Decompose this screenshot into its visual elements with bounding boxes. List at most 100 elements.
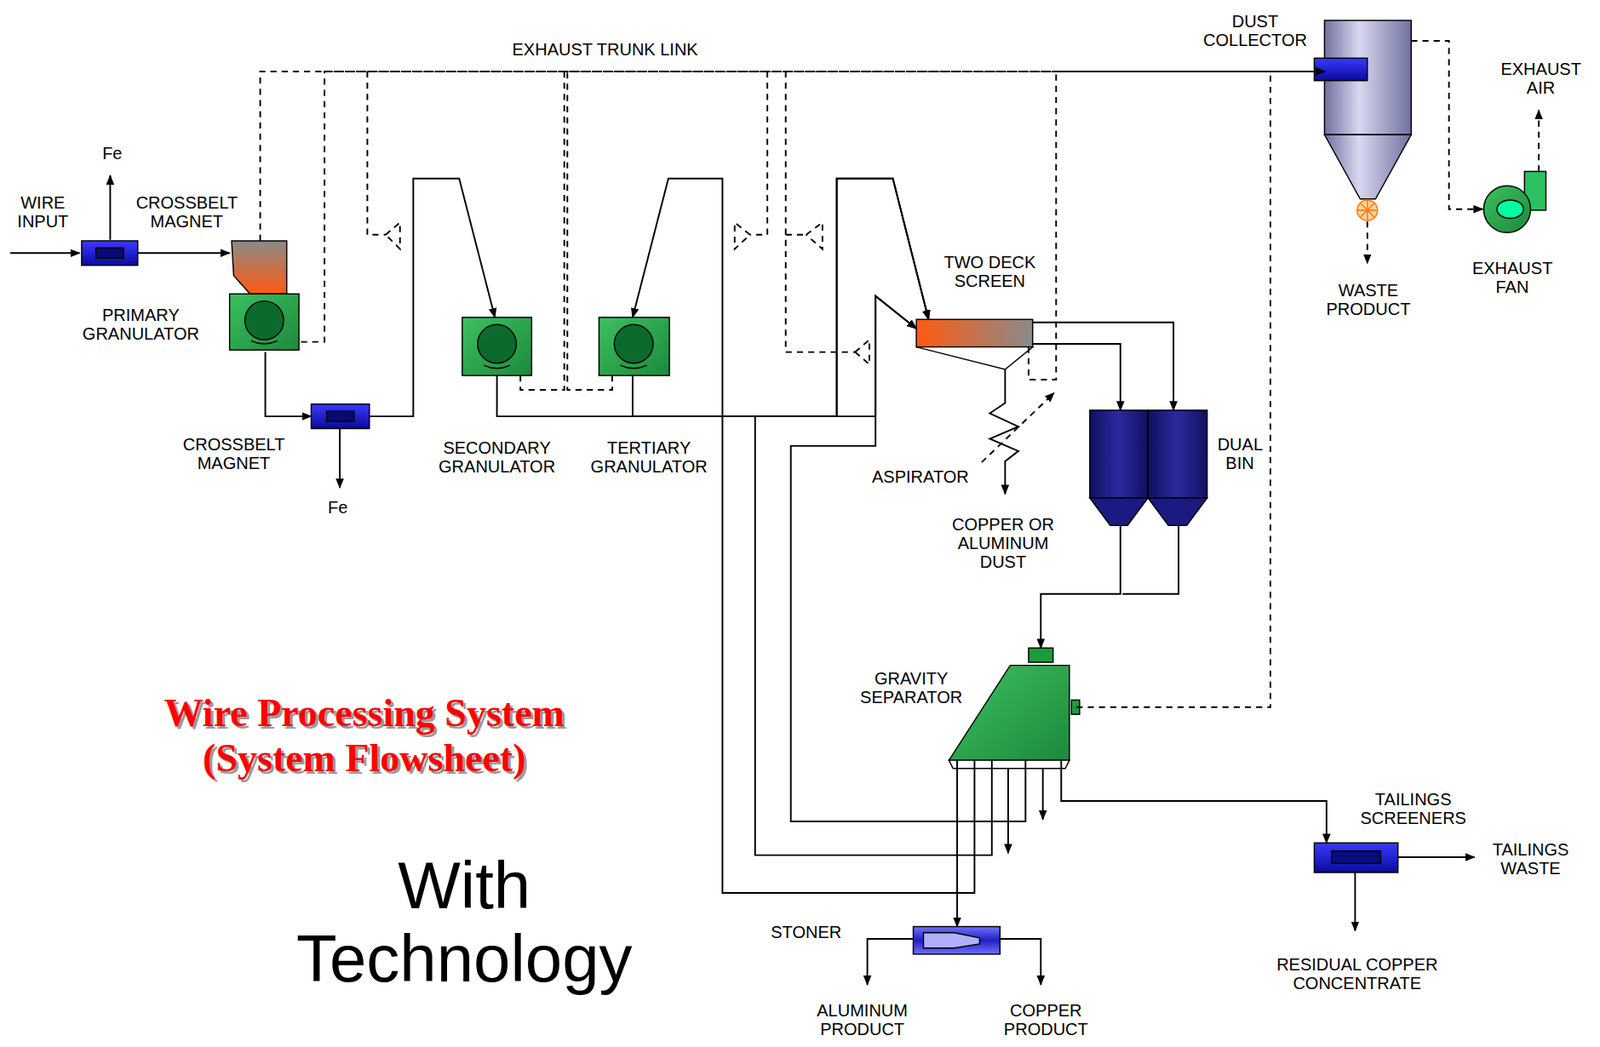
- material-flow: [956, 760, 958, 927]
- equipment-node: DUAL BIN: [1089, 410, 1208, 526]
- screen-icon: [916, 319, 1033, 370]
- crossbelt-magnet-icons-part: [81, 240, 138, 266]
- equipment-node: TERTIARY GRANULATOR: [598, 317, 670, 376]
- granulator-icons: [229, 240, 670, 376]
- gravity-separator-icon-part: [948, 665, 1069, 761]
- dust-duct: [1410, 40, 1483, 210]
- exhaust-fan-icon-part: [1483, 185, 1531, 233]
- granulator-icons-part: [483, 365, 511, 369]
- granulator-icons-part: [251, 340, 278, 345]
- dust-ducts-part: [806, 222, 823, 249]
- equipment-node: SECONDARY GRANULATOR: [462, 317, 532, 376]
- stream-label: ALUMINUM PRODUCT: [816, 1001, 908, 1039]
- dual-bin-icon: [1089, 410, 1208, 526]
- stream-label: Fe: [327, 498, 348, 517]
- dust-ducts-part: [785, 71, 855, 353]
- material-flow: [497, 178, 930, 417]
- equipment-label: DUAL BIN: [1217, 435, 1263, 473]
- flow-lines: [10, 175, 1475, 986]
- tailings-screener-icon-part: [1331, 851, 1382, 864]
- stream-label: RESIDUAL COPPER CONCENTRATE: [1272, 955, 1443, 993]
- dual-bin-icon-part: [1147, 498, 1208, 526]
- material-flow: [1032, 344, 1121, 411]
- exhaust-fan-icon-part: [1496, 200, 1524, 219]
- stream-label: WASTE PRODUCT: [1326, 281, 1411, 319]
- gravity-separator-icon-part: [1028, 648, 1054, 663]
- granulator-icons-part: [613, 324, 654, 364]
- flow-lines-part: [10, 252, 80, 254]
- equipment-label: CROSSBELT MAGNET: [136, 193, 238, 231]
- material-flow: [1060, 760, 1327, 844]
- stream-label: COPPER PRODUCT: [1003, 1001, 1089, 1039]
- material-flow: [632, 178, 930, 417]
- equipment-label: PRIMARY GRANULATOR: [82, 305, 200, 344]
- stream-label: EXHAUST TRUNK LINK: [512, 40, 699, 59]
- equipment-node: DUST COLLECTOR: [1324, 20, 1411, 200]
- equipment-label: DUST COLLECTOR: [1203, 11, 1308, 50]
- dual-bin-icon-part: [1089, 498, 1148, 526]
- dust-ducts-part: [734, 222, 751, 249]
- flow-lines-part: [1353, 872, 1356, 931]
- material-flow: [1040, 525, 1120, 649]
- dual-bin-icon-part: [1089, 410, 1148, 499]
- dust-ducts-part: [785, 234, 807, 236]
- flow-lines-part: [1007, 760, 1010, 854]
- granulator-icons-part: [245, 301, 285, 341]
- equipment-node: PRIMARY GRANULATOR: [229, 240, 302, 353]
- equipment-node: CROSSBELT MAGNET: [310, 404, 369, 430]
- granulator-icons-part: [620, 365, 648, 369]
- material-flow: [265, 352, 312, 418]
- stream-label: ASPIRATOR: [871, 467, 970, 487]
- dust-ducts-part: [750, 71, 768, 236]
- material-flow: [369, 178, 495, 417]
- dust-duct: [520, 71, 1325, 390]
- crossbelt-magnet-icons-part: [326, 411, 354, 422]
- equipment-label: TWO DECK SCREEN: [938, 252, 1041, 291]
- dust-duct: [260, 71, 1325, 241]
- equipment-label: EXHAUST FAN: [1472, 258, 1553, 297]
- screen-icon-part: [916, 347, 1033, 370]
- dust-collector-icon-part: [1324, 134, 1411, 200]
- granulator-icons-part: [598, 317, 670, 376]
- equipment-node: GRAVITY SEPARATOR: [948, 648, 1077, 761]
- granulator-icons-part: [231, 240, 287, 294]
- dust-duct: [1028, 71, 1325, 380]
- stoner-icon-part: [913, 927, 1001, 955]
- dust-ducts-part: [367, 71, 386, 236]
- equipment-label: TERTIARY GRANULATOR: [590, 438, 708, 476]
- granulator-icons-part: [462, 317, 532, 376]
- flow-lines-part: [989, 369, 1019, 494]
- material-flow: [137, 252, 230, 254]
- equipment-node: CROSSBELT MAGNET: [81, 240, 138, 266]
- equipment-label: TAILINGS SCREENERS: [1359, 790, 1466, 828]
- dust-collector-icon-part: [1357, 200, 1378, 221]
- flow-lines-part: [1122, 525, 1179, 594]
- equipment-label: GRAVITY SEPARATOR: [860, 669, 963, 707]
- stream-label: COPPER OR ALUMINUM DUST: [947, 515, 1059, 572]
- stoner-icon-part: [923, 933, 980, 949]
- granulator-icons-part: [229, 293, 299, 350]
- flow-lines-part: [108, 175, 111, 241]
- stream-label: Fe: [102, 143, 122, 163]
- stream-label: TAILINGS WASTE: [1492, 840, 1570, 878]
- flow-lines-part: [338, 429, 341, 489]
- material-flow: [1032, 322, 1174, 411]
- equipment-label: STONER: [770, 923, 842, 942]
- subtitle-text: With Technology: [296, 850, 633, 998]
- stoner-icon: [913, 927, 1001, 955]
- dust-collector-icon: [1313, 20, 1411, 221]
- gravity-separator-icon-part: [948, 760, 1069, 769]
- flow-lines-part: [999, 939, 1041, 986]
- equipment-node: TAILINGS SCREENERS: [1313, 843, 1398, 873]
- dust-duct: [1076, 71, 1325, 708]
- equipment-label: CROSSBELT MAGNET: [183, 435, 285, 473]
- dust-duct: [567, 71, 1325, 390]
- crossbelt-magnet-icons-part: [96, 247, 124, 259]
- equipment-node: STONER: [913, 926, 1001, 954]
- dust-collector-icon-part: [1357, 200, 1378, 221]
- flow-lines-part: [867, 939, 914, 986]
- flow-lines-part: [1042, 760, 1044, 821]
- equipment-node: TWO DECK SCREEN: [916, 319, 1033, 347]
